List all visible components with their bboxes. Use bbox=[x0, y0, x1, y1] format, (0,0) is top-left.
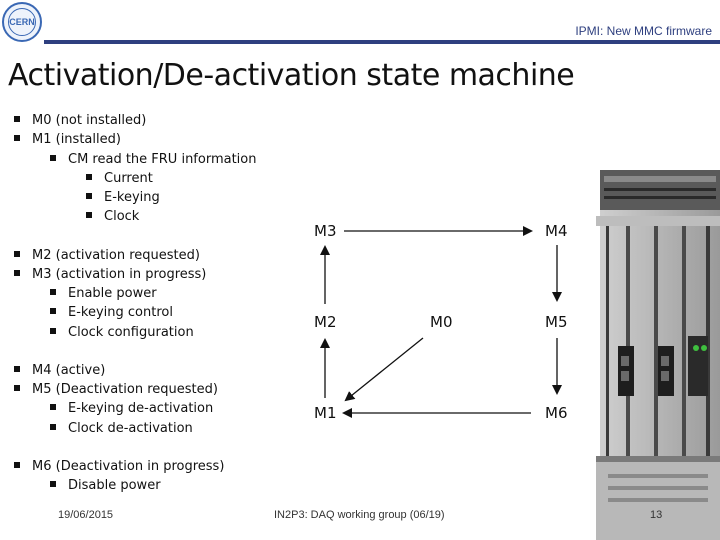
bullet-icon bbox=[86, 174, 92, 180]
bullet-icon bbox=[50, 155, 56, 161]
footer-event: IN2P3: DAQ working group (06/19) bbox=[274, 509, 445, 521]
state-m3: M3 bbox=[314, 222, 337, 240]
bullet-text: M1 (installed) bbox=[32, 132, 121, 147]
bullet-text: E-keying de-activation bbox=[68, 401, 214, 416]
bullet-icon bbox=[14, 251, 20, 257]
header-title: IPMI: New MMC firmware bbox=[575, 24, 712, 38]
bullet-text: M5 (Deactivation requested) bbox=[32, 382, 218, 397]
bullet-item: M2 (activation requested) bbox=[14, 248, 200, 264]
bullet-icon bbox=[14, 116, 20, 122]
bullet-icon bbox=[14, 462, 20, 468]
state-m0: M0 bbox=[430, 313, 453, 331]
slide-title: Activation/De-activation state machine bbox=[8, 58, 575, 93]
bullet-icon bbox=[50, 289, 56, 295]
bullet-item: E-keying bbox=[86, 190, 160, 206]
bullet-item: M5 (Deactivation requested) bbox=[14, 382, 218, 398]
bullet-text: M0 (not installed) bbox=[32, 113, 147, 128]
bullet-item: Clock bbox=[86, 209, 139, 225]
bullet-item: Current bbox=[86, 171, 153, 187]
bullet-text: CM read the FRU information bbox=[68, 152, 257, 167]
bullet-item: CM read the FRU information bbox=[50, 152, 257, 168]
bullet-item: Disable power bbox=[50, 478, 161, 494]
page-number: 13 bbox=[650, 509, 663, 521]
bullet-item: M1 (installed) bbox=[14, 132, 121, 148]
state-m5: M5 bbox=[545, 313, 568, 331]
bullet-item: M3 (activation in progress) bbox=[14, 267, 206, 283]
bullet-icon bbox=[50, 481, 56, 487]
logo-text: CERN bbox=[9, 17, 35, 27]
bullet-text: M3 (activation in progress) bbox=[32, 267, 207, 282]
transition-m0-m1 bbox=[344, 337, 424, 402]
state-m1: M1 bbox=[314, 404, 337, 422]
bullet-icon bbox=[50, 424, 56, 430]
state-m6: M6 bbox=[545, 404, 568, 422]
footer-date: 19/06/2015 bbox=[58, 509, 114, 521]
bullet-item: Enable power bbox=[50, 286, 157, 302]
bullet-text: E-keying control bbox=[68, 305, 173, 320]
bullet-icon bbox=[14, 366, 20, 372]
bullet-icon bbox=[14, 270, 20, 276]
bullet-item: Clock de-activation bbox=[50, 421, 193, 437]
bullet-icon bbox=[50, 404, 56, 410]
bullet-text: Enable power bbox=[68, 286, 157, 301]
bullet-text: M2 (activation requested) bbox=[32, 248, 200, 263]
bullet-icon bbox=[14, 385, 20, 391]
cern-logo: CERN bbox=[2, 2, 42, 42]
bullet-item: Clock configuration bbox=[50, 325, 194, 341]
bullet-text: M4 (active) bbox=[32, 363, 106, 378]
bullet-item: M0 (not installed) bbox=[14, 113, 146, 129]
bullet-icon bbox=[14, 135, 20, 141]
bullet-text: Disable power bbox=[68, 478, 161, 493]
state-m2: M2 bbox=[314, 313, 337, 331]
bullet-text: Clock bbox=[104, 209, 140, 224]
bullet-text: M6 (Deactivation in progress) bbox=[32, 459, 225, 474]
bullet-text: Clock configuration bbox=[68, 325, 194, 340]
bullet-item: M6 (Deactivation in progress) bbox=[14, 459, 224, 475]
header-rule bbox=[44, 40, 720, 44]
crate-photo bbox=[596, 156, 720, 540]
bullet-icon bbox=[50, 328, 56, 334]
bullet-text: Current bbox=[104, 171, 153, 186]
bullet-text: Clock de-activation bbox=[68, 421, 193, 436]
bullet-icon bbox=[86, 193, 92, 199]
bullet-item: E-keying de-activation bbox=[50, 401, 213, 417]
bullet-text: E-keying bbox=[104, 190, 160, 205]
bullet-icon bbox=[50, 308, 56, 314]
bullet-icon bbox=[86, 212, 92, 218]
bullet-item: E-keying control bbox=[50, 305, 173, 321]
bullet-item: M4 (active) bbox=[14, 363, 105, 379]
state-m4: M4 bbox=[545, 222, 568, 240]
